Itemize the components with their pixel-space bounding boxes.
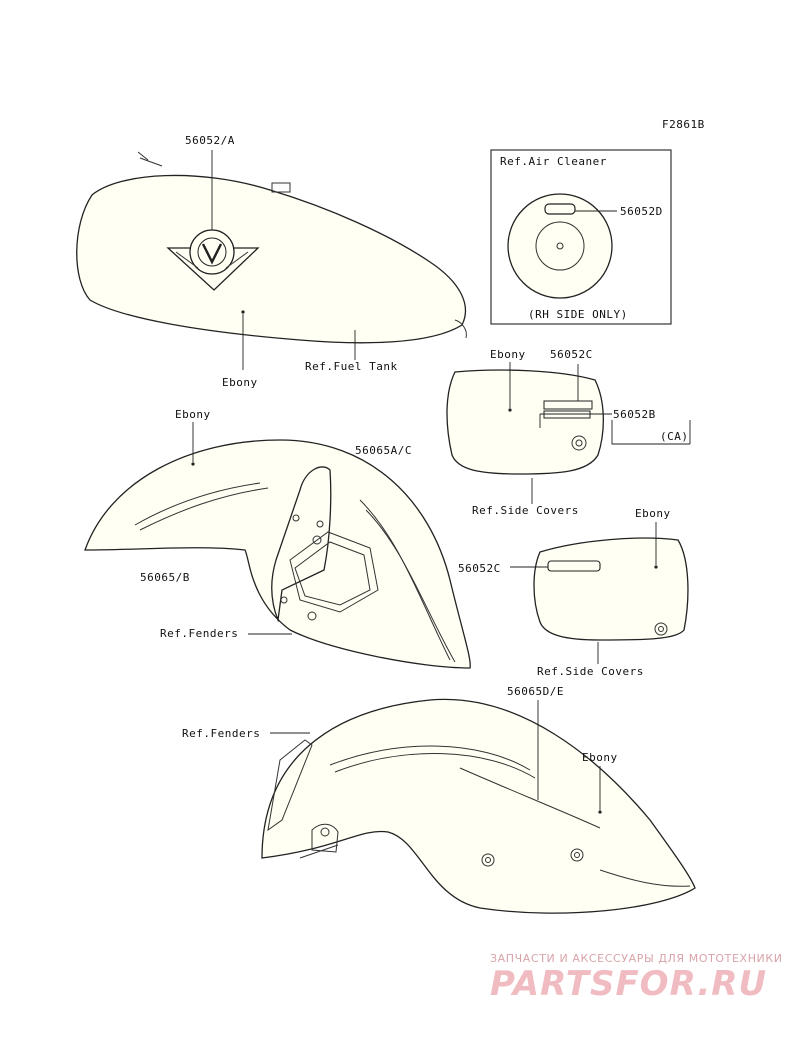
side-cover-lower-color-note: Ebony (635, 507, 671, 520)
front-fender-part-number-left: 56065/B (140, 571, 190, 584)
air-cleaner-panel: Ref.Air Cleaner 56052D (RH SIDE ONLY) (490, 149, 672, 325)
ca-decal (543, 410, 591, 419)
rear-fender: 56065D/E Ref.Fenders Ebony (182, 685, 696, 914)
side-cover-upper: Ebony 56052C 56052B (CA) Ref.Side Covers (446, 348, 691, 517)
ref-fenders-rear: Ref.Fenders (182, 727, 260, 740)
side-cover-upper-color-note: Ebony (490, 348, 526, 361)
air-cleaner-title: Ref.Air Cleaner (500, 155, 607, 168)
air-cleaner-part-number: 56052D (620, 205, 663, 218)
tank-emblem (166, 229, 260, 291)
watermark: ЗАПЧАСТИ И АКСЕССУАРЫ ДЛЯ МОТОТЕХНИКИ PA… (490, 952, 783, 1004)
figure-code: F2861B (662, 118, 705, 131)
front-fender-part-number-right: 56065A/C (355, 444, 412, 457)
fuel-tank: 56052/A Ebony Ref.Fuel Tank (76, 134, 467, 389)
air-cleaner-decal (544, 203, 576, 215)
side-cover-upper-part-number: 56052C (550, 348, 593, 361)
ref-side-covers-upper: Ref.Side Covers (472, 504, 579, 517)
tank-color-note: Ebony (222, 376, 258, 389)
air-cleaner-note: (RH SIDE ONLY) (528, 308, 628, 321)
tank-part-number: 56052/A (185, 134, 235, 147)
ref-fuel-tank-label: Ref.Fuel Tank (305, 360, 398, 373)
front-fender-color-note: Ebony (175, 408, 211, 421)
rear-fender-part-number: 56065D/E (507, 685, 564, 698)
watermark-tagline: ЗАПЧАСТИ И АКСЕССУАРЫ ДЛЯ МОТОТЕХНИКИ (490, 952, 783, 965)
side-cover-region-note: (CA) (660, 430, 689, 443)
side-cover-ca-part-number: 56052B (613, 408, 656, 421)
side-cover-lower: 56052C Ebony Ref.Side Covers (458, 507, 689, 678)
kawasaki-decal-upper (543, 400, 593, 410)
kawasaki-decal-lower (547, 560, 601, 572)
side-cover-lower-part-number: 56052C (458, 562, 501, 575)
watermark-brand: PARTSFOR.RU (490, 964, 767, 1004)
rear-fender-color-note: Ebony (582, 751, 618, 764)
front-fender: Ebony 56065A/C 56065/B Ref.Fenders (84, 408, 471, 669)
ref-side-covers-lower: Ref.Side Covers (537, 665, 644, 678)
ref-fenders-front: Ref.Fenders (160, 627, 238, 640)
